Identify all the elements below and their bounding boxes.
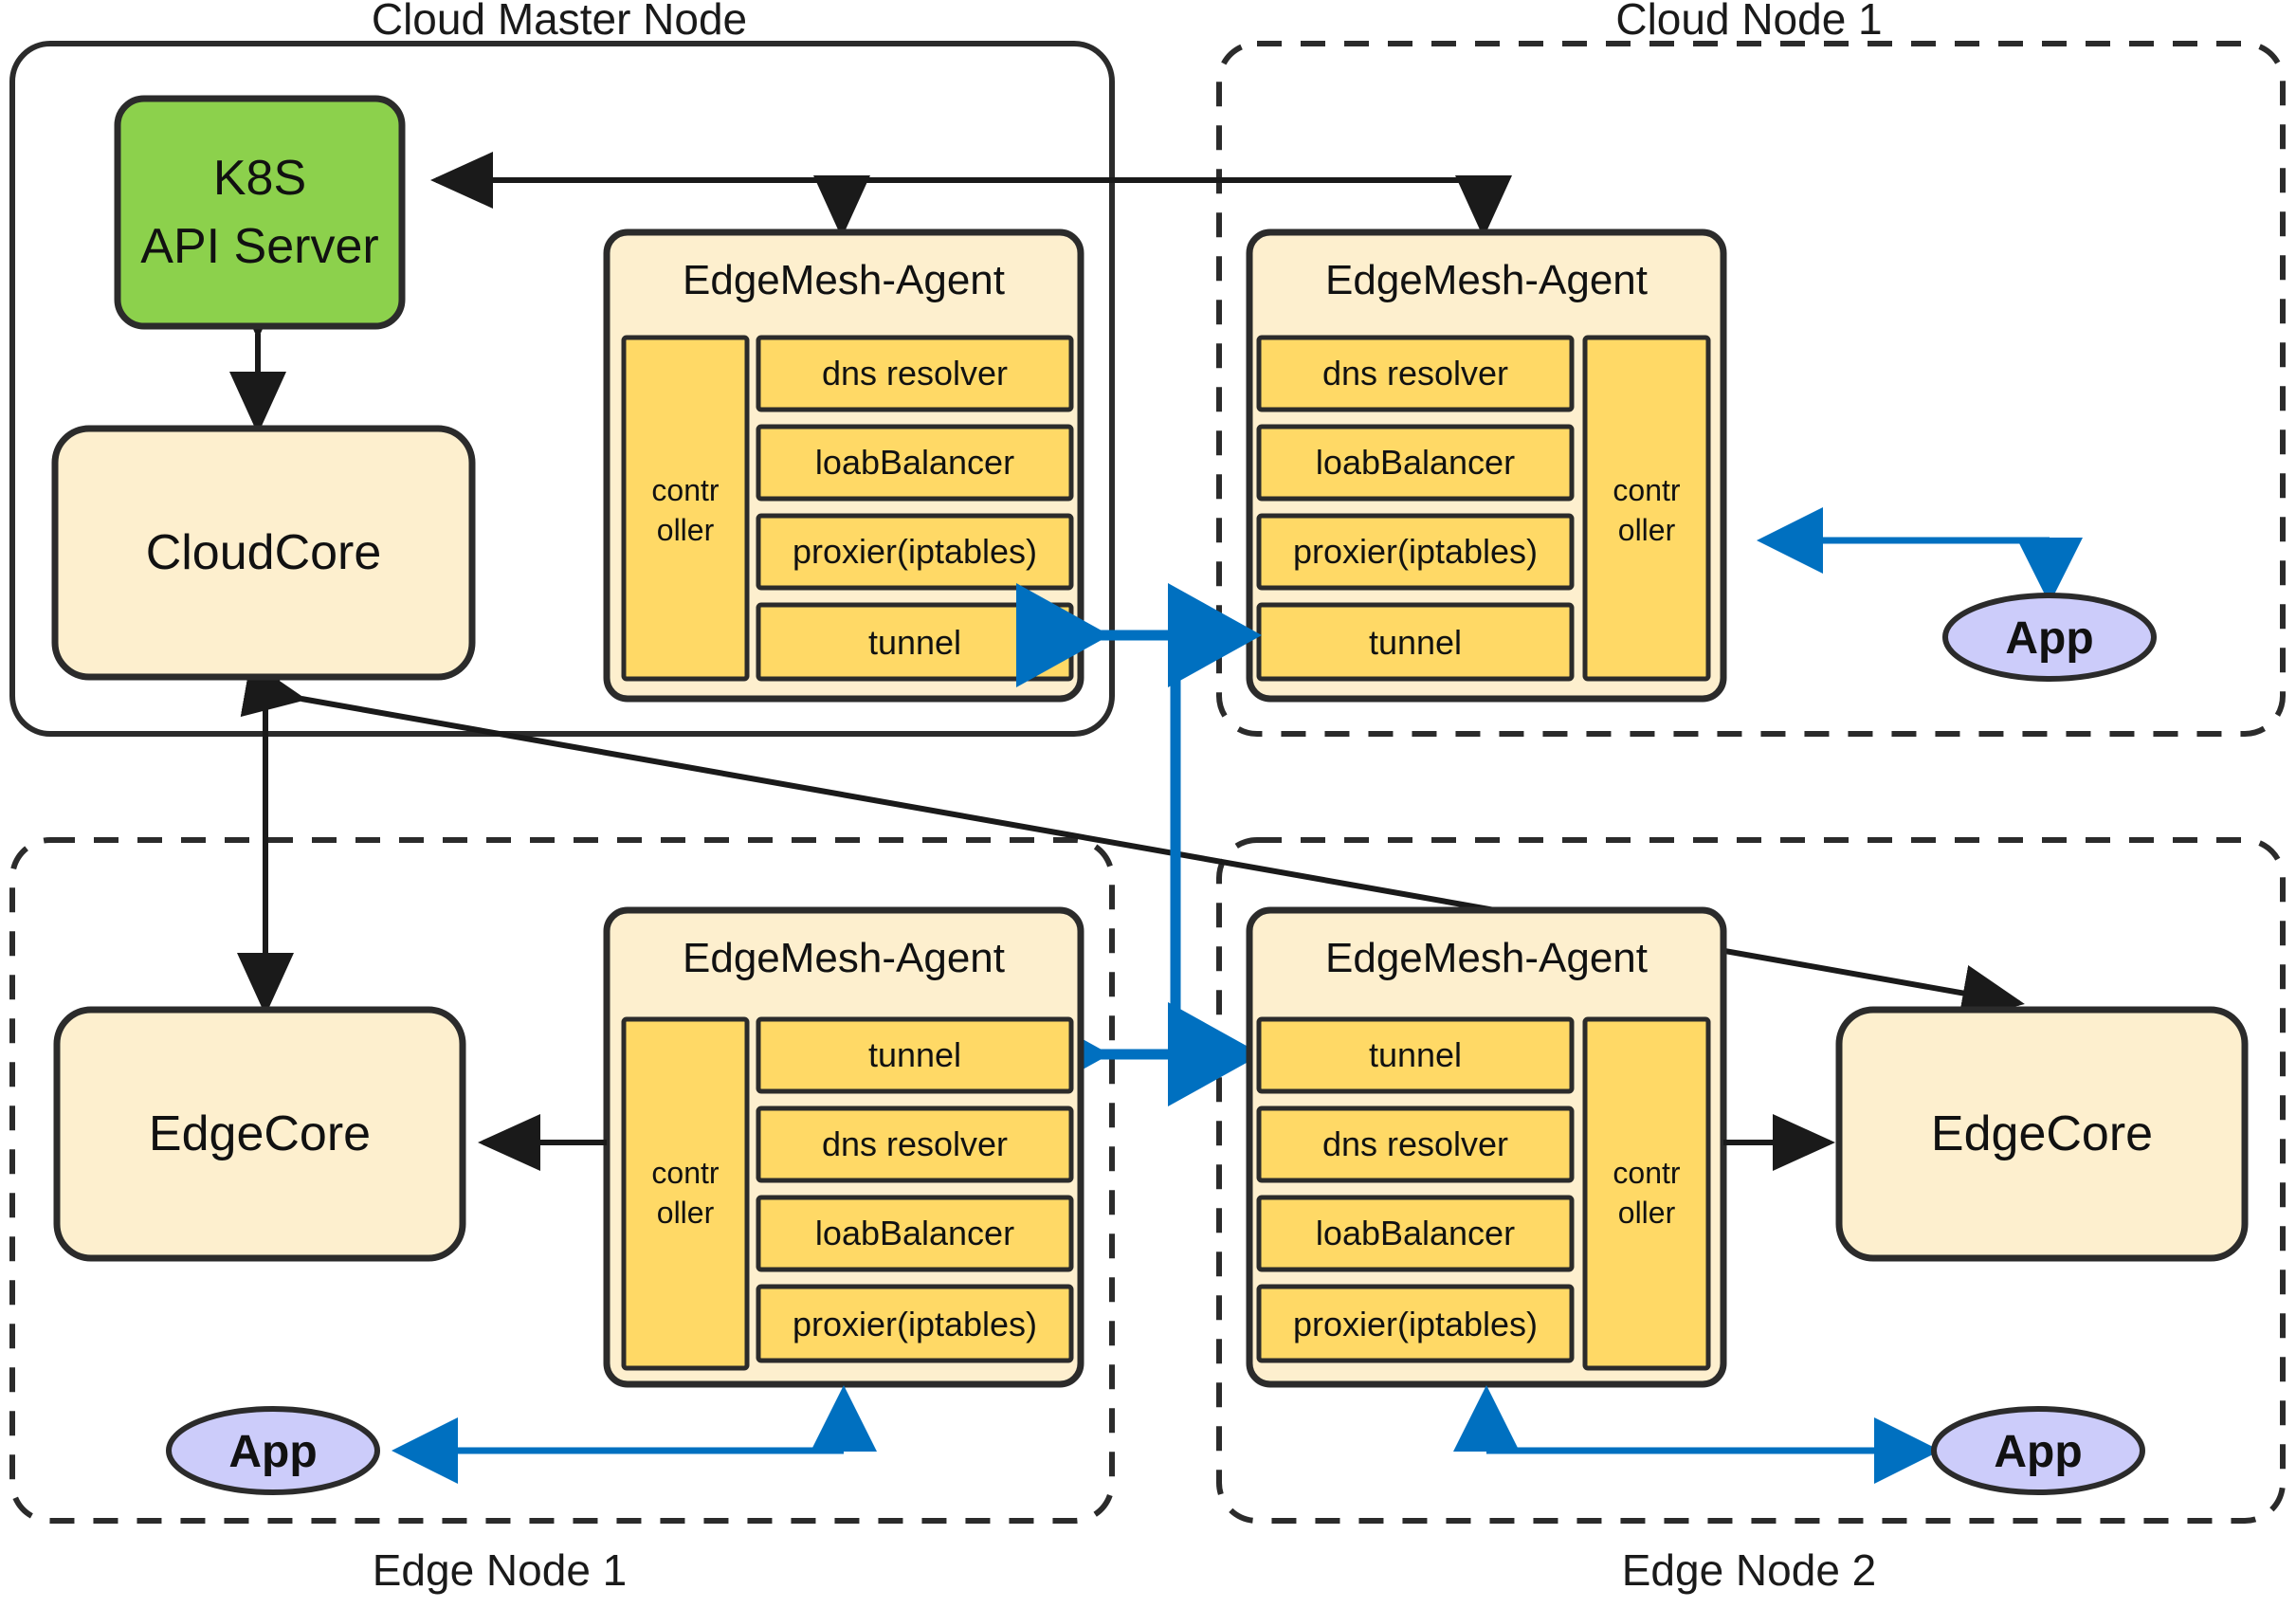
agent-edge1-module-1[interactable]: [756, 1106, 1074, 1183]
agent-master-controller[interactable]: [621, 335, 750, 682]
app-cloud1-oval[interactable]: [1942, 593, 2157, 682]
agent-master-module-3-label: tunnel: [868, 623, 961, 662]
k8s-api-server-line1: K8S: [213, 151, 306, 206]
zone-edge-node-1-label: Edge Node 1: [373, 1545, 628, 1595]
agent-cloud1-controller-line2: oller: [1618, 513, 1676, 547]
edgecore1-label: EdgeCore: [149, 1106, 371, 1161]
agent-edge2-module-0-label: tunnel: [1369, 1035, 1462, 1074]
agent-edge2-controller-line2: oller: [1618, 1196, 1676, 1230]
agent-master-module-1[interactable]: [756, 424, 1074, 502]
agent-cloud1[interactable]: EdgeMesh-Agent dns resolver loabBalancer…: [1246, 228, 1727, 703]
agent-cloud1-module-1-label: loabBalancer: [1316, 443, 1515, 482]
agent-edge1-controller-line1: contr: [651, 1156, 719, 1190]
connector-tunnel-bus: [1016, 583, 1262, 1106]
app-cloud1-label: App: [2005, 613, 2093, 664]
agent-edge2-module-1-label: dns resolver: [1322, 1124, 1508, 1163]
connector-cloudnode1-to-k8s: [430, 152, 1512, 238]
agent-master-module-2-label: proxier(iptables): [793, 532, 1037, 571]
zone-cloud-master-label: Cloud Master Node: [372, 0, 747, 44]
connector-edge1-agent-to-app: [392, 1385, 877, 1484]
agent-master-controller-line2: oller: [657, 513, 715, 547]
agent-edge2-controller[interactable]: [1582, 1016, 1711, 1371]
agent-master[interactable]: EdgeMesh-Agent contr oller dns resolver …: [603, 228, 1084, 703]
agent-edge1-module-2[interactable]: [756, 1195, 1074, 1272]
agent-cloud1-controller[interactable]: [1582, 335, 1711, 682]
agent-master-module-2[interactable]: [756, 513, 1074, 591]
k8s-api-server-box[interactable]: [114, 95, 406, 330]
agent-cloud1-controller-line1: contr: [1613, 473, 1680, 507]
agent-edge1-module-0-label: tunnel: [868, 1035, 961, 1074]
app-edge2-label: App: [1994, 1427, 2082, 1477]
agent-edge1-title: EdgeMesh-Agent: [683, 935, 1005, 981]
cloudcore-box[interactable]: [51, 425, 476, 681]
cloudcore-label: CloudCore: [146, 525, 382, 580]
zone-cloud-node-1-label: Cloud Node 1: [1615, 0, 1882, 44]
agent-edge1-controller[interactable]: [621, 1016, 750, 1371]
agent-edge2-module-2-label: loabBalancer: [1316, 1214, 1515, 1252]
connector-cloud1-controller-to-app: [1757, 507, 2083, 604]
agent-master-title: EdgeMesh-Agent: [683, 257, 1005, 303]
zone-edge-node-2-label: Edge Node 2: [1622, 1545, 1877, 1595]
agent-edge1-module-2-label: loabBalancer: [815, 1214, 1014, 1252]
agent-edge2-controller-line1: contr: [1613, 1156, 1680, 1190]
edgecore2-label: EdgeCore: [1931, 1106, 2153, 1161]
app-edge2-oval[interactable]: [1931, 1406, 2145, 1495]
agent-master-module-0[interactable]: [756, 335, 1074, 412]
agent-cloud1-module-0-label: dns resolver: [1322, 354, 1508, 393]
edgecore2-box[interactable]: [1835, 1006, 2249, 1262]
agent-edge1-module-3[interactable]: [756, 1284, 1074, 1363]
agent-cloud1-module-2[interactable]: [1256, 513, 1575, 591]
agent-edge1[interactable]: EdgeMesh-Agent contr oller tunnel dns re…: [603, 906, 1084, 1388]
agent-cloud1-module-2-label: proxier(iptables): [1293, 532, 1538, 571]
agent-cloud1-module-1[interactable]: [1256, 424, 1575, 502]
agent-edge1-module-1-label: dns resolver: [822, 1124, 1008, 1163]
agent-edge2-module-2[interactable]: [1256, 1195, 1575, 1272]
zone-cloud-node-1-box: [1216, 41, 2286, 737]
agent-edge1-controller-line2: oller: [657, 1196, 715, 1230]
agent-edge2-module-1[interactable]: [1256, 1106, 1575, 1183]
agent-master-module-1-label: loabBalancer: [815, 443, 1014, 482]
agent-edge2-module-3-label: proxier(iptables): [1293, 1305, 1538, 1343]
agent-edge2[interactable]: EdgeMesh-Agent tunnel dns resolver loabB…: [1246, 906, 1727, 1388]
app-edge1-oval[interactable]: [166, 1406, 380, 1495]
agent-edge1-module-3-label: proxier(iptables): [793, 1305, 1037, 1343]
agent-master-controller-line1: contr: [651, 473, 719, 507]
edgecore1-box[interactable]: [53, 1006, 466, 1262]
agent-cloud1-module-0[interactable]: [1256, 335, 1575, 412]
agent-edge2-module-3[interactable]: [1256, 1284, 1575, 1363]
connector-edge2agent-cloudcore: [240, 660, 2025, 1022]
app-edge1-label: App: [228, 1427, 317, 1477]
connector-edge2-agent-to-app: [1453, 1385, 1941, 1484]
agent-cloud1-module-3-label: tunnel: [1369, 623, 1462, 662]
agent-master-module-0-label: dns resolver: [822, 354, 1008, 393]
agent-edge1-module-0[interactable]: [756, 1016, 1074, 1094]
agent-cloud1-title: EdgeMesh-Agent: [1325, 257, 1648, 303]
k8s-api-server-line2: API Server: [140, 219, 378, 274]
agent-edge2-title: EdgeMesh-Agent: [1325, 935, 1648, 981]
agent-edge2-module-0[interactable]: [1256, 1016, 1575, 1094]
